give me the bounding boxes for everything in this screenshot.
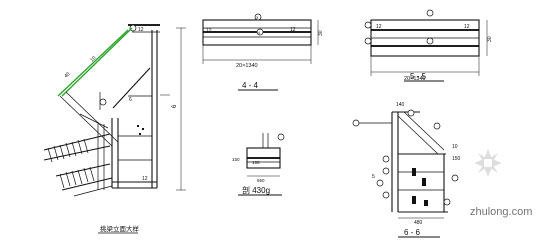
- bolt-hole: [137, 125, 139, 127]
- hatch: [59, 166, 95, 189]
- height-4-4: 30: [318, 30, 324, 36]
- label-4-plate: 12: [206, 28, 212, 34]
- callout-bubble: [277, 133, 285, 141]
- inclined-rod-green: [57, 29, 129, 97]
- callout-bubble: [426, 37, 434, 45]
- section-6-6: 140 10 150 5 480 6 - 6: [352, 102, 461, 238]
- main-elevation: 6 12 10 40 12 6: [43, 24, 186, 234]
- callout-bubble: [376, 179, 384, 187]
- callout-bubble: [443, 198, 451, 206]
- bolt: [424, 200, 428, 206]
- dim-label-left: 6: [172, 104, 178, 108]
- callout-bubble: [407, 109, 415, 117]
- callout-bubble: [254, 13, 262, 21]
- callout-bubble: [426, 9, 434, 17]
- marker-d: 6: [129, 97, 132, 103]
- length-5-5: 20×1340: [404, 76, 426, 82]
- label-6-top: 140: [396, 102, 405, 108]
- diagonal: [403, 111, 445, 151]
- label-6-right-b: 150: [452, 156, 461, 162]
- callout-bubble: [451, 174, 459, 182]
- callout-bubble: [382, 155, 390, 163]
- section-430-title: 剖 430g: [242, 185, 270, 195]
- label-4-plate-right: 12: [290, 27, 296, 33]
- watermark-text: zhulong.com: [470, 206, 532, 218]
- plate-label: 12: [138, 27, 144, 33]
- bolt-hole: [139, 133, 141, 135]
- leader-line: [79, 113, 109, 129]
- weld-marker: [129, 24, 137, 32]
- label-5-plate: 12: [376, 24, 382, 30]
- callout-bubble: [433, 122, 441, 130]
- section-430: 150 155 650 剖 430g: [232, 133, 285, 196]
- label-6-right: 10: [452, 144, 458, 150]
- anchor-bottom: [73, 185, 113, 197]
- label-6-width: 480: [414, 220, 423, 226]
- section-5-5: 12 12 20×1340 30 5 - 5 5 - 5 5 - 5 5 - 5: [364, 9, 493, 82]
- anchor-bolt: [43, 133, 111, 151]
- hatch: [47, 138, 89, 163]
- bottom-plate-label: 12: [142, 176, 148, 182]
- bolt: [412, 168, 416, 176]
- bolt: [422, 178, 426, 186]
- inclined-rod-green: [61, 27, 133, 97]
- label-430-left: 150: [232, 157, 240, 162]
- callout-bubble: [99, 98, 107, 106]
- callout-bubble: [256, 28, 264, 36]
- stiffener: [112, 67, 151, 109]
- main-caption: 挑梁立面大样: [100, 224, 140, 233]
- rod-label: 10: [89, 55, 97, 63]
- section-4-4: 12 12 3 4 20×1340 30 4 - 4: [202, 13, 324, 91]
- callout-4-mid: 4: [258, 30, 261, 35]
- callout-bubble: [352, 119, 360, 127]
- length-4-4: 20×1340: [236, 63, 258, 69]
- section-5-5-heading: 5 - 5: [410, 72, 427, 81]
- label-430-width: 650: [257, 178, 265, 183]
- rod-dim: 40: [63, 71, 71, 79]
- callout-bubble: [364, 21, 372, 29]
- label-5-plate-right: 12: [464, 24, 470, 30]
- label-6-left: 5: [372, 174, 375, 180]
- bolt-hole: [142, 128, 144, 130]
- brace-line: [59, 95, 113, 147]
- height-5-5: 30: [487, 36, 493, 42]
- anchor-bolt: [43, 145, 111, 161]
- callout-bubble: [382, 191, 390, 199]
- callout-bubble: [382, 167, 390, 175]
- anchor-bolt-group: [43, 122, 113, 197]
- anchor-bolt: [55, 163, 111, 177]
- watermark: zhulong.com: [470, 149, 532, 218]
- bolt: [412, 196, 416, 204]
- brace-line: [65, 91, 119, 143]
- diagonal: [397, 115, 439, 155]
- callout-bubble: [364, 37, 372, 45]
- section-6-6-title: 6 - 6: [404, 228, 421, 237]
- callout-4-top: 3: [256, 15, 259, 20]
- label-430-mid: 155: [252, 160, 260, 165]
- section-4-4-title: 4 - 4: [242, 81, 259, 90]
- watermark-logo: [474, 149, 502, 177]
